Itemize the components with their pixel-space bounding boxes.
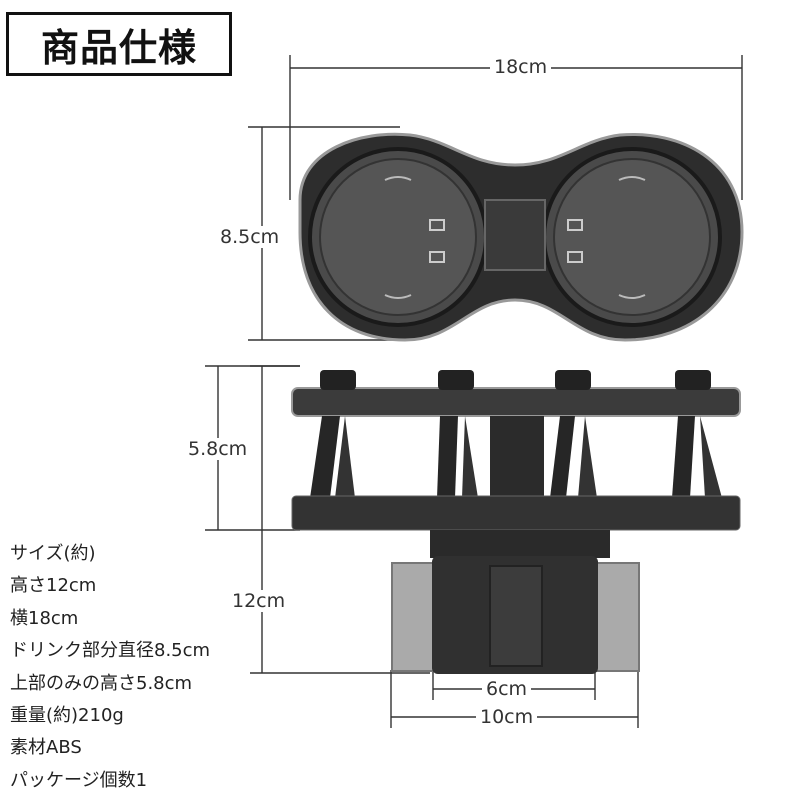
spec-weight: 重量(約)210g <box>10 705 124 727</box>
spec-width: 横18cm <box>10 607 79 629</box>
side-view <box>291 370 741 674</box>
spec-drink-diameter: ドリンク部分直径8.5cm <box>10 640 211 662</box>
title-box: 商品仕様 <box>6 12 232 76</box>
dim-label-12cm: 12cm <box>228 590 290 612</box>
dim-label-10cm: 10cm <box>476 706 538 728</box>
top-view <box>298 132 744 342</box>
spec-upper-height: 上部のみの高さ5.8cm <box>10 672 193 694</box>
spec-package-count: パッケージ個数1 <box>10 769 148 791</box>
dim-label-5-8cm: 5.8cm <box>184 438 252 460</box>
dim-label-6cm: 6cm <box>482 678 532 700</box>
spec-size-heading: サイズ(約) <box>10 543 96 564</box>
spec-height: 高さ12cm <box>10 575 97 597</box>
spec-material: 素材ABS <box>10 737 82 759</box>
dim-label-8-5cm: 8.5cm <box>216 226 284 248</box>
spec-list: サイズ(約) 高さ12cm 横18cm ドリンク部分直径8.5cm 上部のみの高… <box>10 538 250 797</box>
dim-label-18cm: 18cm <box>490 56 552 78</box>
page-title: 商品仕様 <box>40 25 197 70</box>
